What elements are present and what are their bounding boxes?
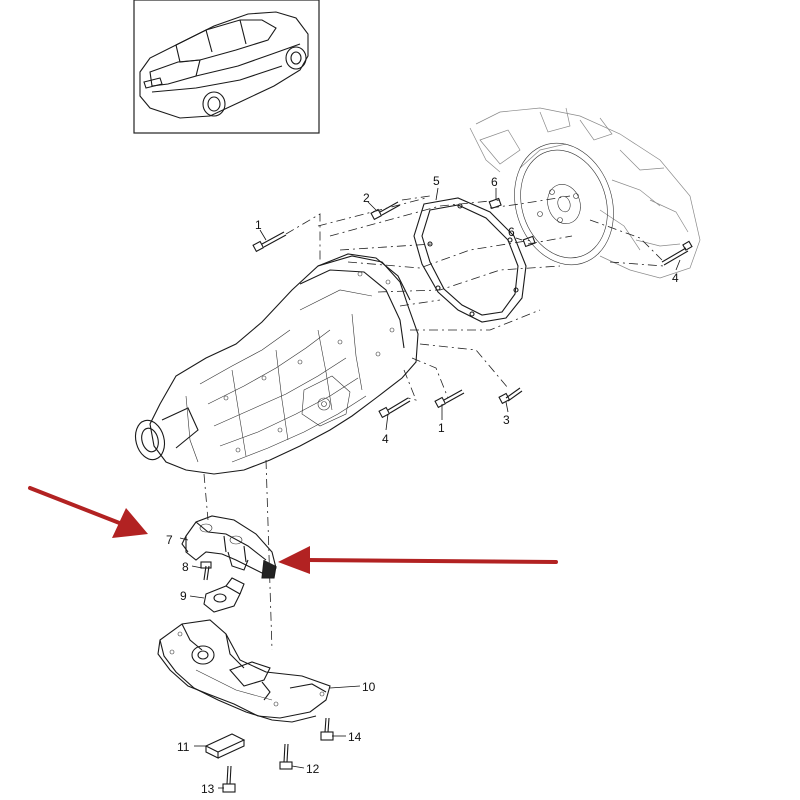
callout-4-lower: 4	[382, 432, 389, 446]
callout-12: 12	[306, 762, 320, 776]
callout-7: 7	[166, 533, 173, 547]
callout-6-upper: 6	[491, 175, 498, 189]
red-arrow-right-head-icon	[278, 546, 310, 574]
red-arrow-right-icon	[304, 558, 558, 564]
clip-11	[204, 733, 246, 759]
transmission-mount	[181, 515, 277, 579]
sports-sedan-icon	[139, 11, 309, 119]
bolt-12	[279, 743, 293, 770]
transmission-housing	[134, 253, 419, 475]
bolt-2	[370, 201, 401, 221]
callout-8: 8	[182, 560, 189, 574]
bolt-4-right	[661, 240, 693, 266]
engine-block	[469, 107, 701, 279]
bolt-1-upper	[252, 231, 287, 253]
nut-plate-9	[203, 577, 245, 613]
red-arrow-left-head-icon	[112, 508, 148, 538]
callout-10: 10	[362, 680, 376, 694]
callout-2: 2	[363, 191, 370, 205]
callout-5: 5	[433, 174, 440, 188]
intermediate-plate	[413, 197, 527, 323]
bolt-14	[320, 717, 334, 741]
callout-6-lower: 6	[508, 225, 515, 239]
crossmember	[157, 619, 331, 723]
bolt-3	[498, 387, 523, 405]
bolt-13	[222, 765, 236, 793]
callout-labels: 1 2 5 6 6 4 4 1 3 7 8 9 10 11 12 13 14	[166, 174, 679, 796]
vehicle-thumbnail	[133, 0, 320, 134]
dowel-pin-lower	[522, 235, 536, 248]
callout-3: 3	[503, 413, 510, 427]
callout-4-right: 4	[672, 271, 679, 285]
assembly-lines	[203, 195, 665, 651]
bolt-8	[200, 561, 212, 581]
callout-11: 11	[177, 740, 190, 754]
callout-1-lower: 1	[438, 421, 445, 435]
callout-13: 13	[201, 782, 215, 796]
bolt-4-lower	[378, 397, 411, 419]
callout-14: 14	[348, 730, 362, 744]
bolt-1-lower	[434, 389, 465, 409]
callout-9: 9	[180, 589, 187, 603]
red-arrows	[28, 486, 558, 574]
red-arrow-left-icon	[28, 486, 124, 526]
callout-1-upper: 1	[255, 218, 262, 232]
leader-lines	[179, 187, 681, 789]
